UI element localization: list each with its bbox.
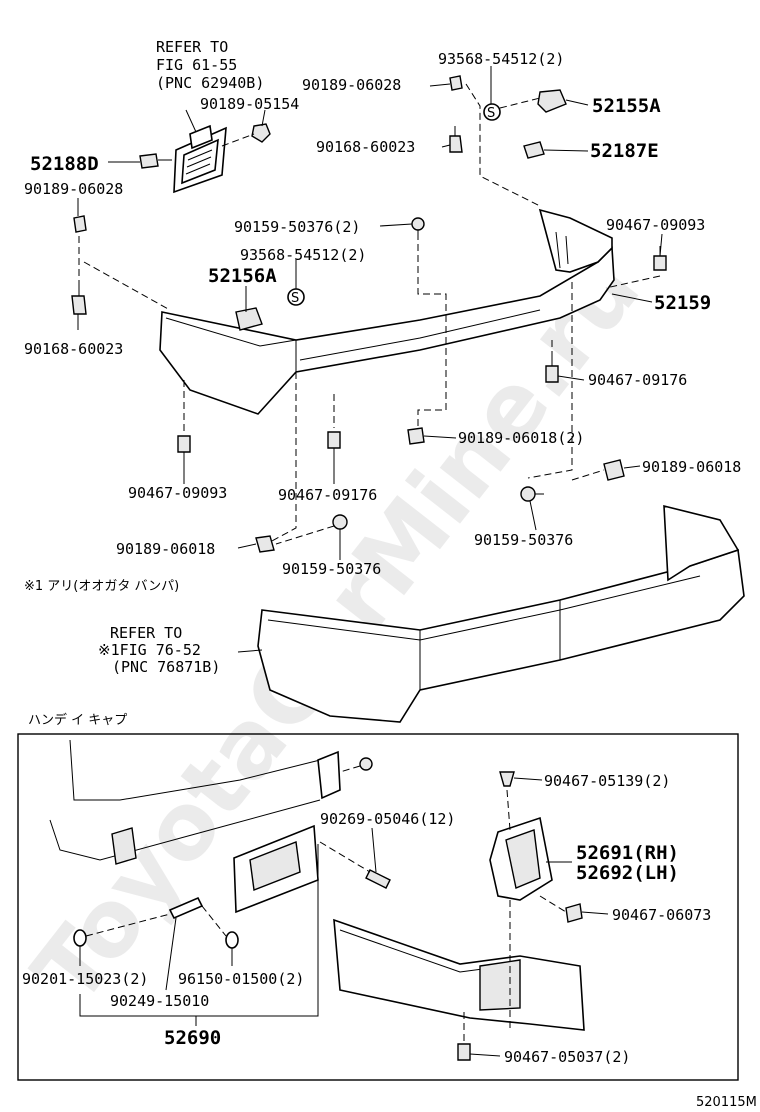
label-90467-05037[interactable]: 90467-05037(2) <box>504 1048 630 1066</box>
sealer-mark-top <box>483 103 501 121</box>
note-ari: ※1 アリ(オオガタ バンパ) <box>24 579 179 594</box>
label-52187e[interactable]: 52187E <box>590 140 659 162</box>
vehicle-body-panel <box>49 739 321 865</box>
label-90189-06018-right[interactable]: 90189-06018 <box>642 458 741 476</box>
retainer-52155a <box>537 89 567 113</box>
label-90159-50376-right[interactable]: 90159-50376 <box>474 531 573 549</box>
label-93568-54512-mid[interactable]: 93568-54512(2) <box>240 246 366 264</box>
label-52155a[interactable]: 52155A <box>592 95 661 117</box>
clip-90189-06018-right <box>603 459 625 481</box>
rear-bumper-large <box>257 504 745 723</box>
label-90467-05139[interactable]: 90467-05139(2) <box>544 772 670 790</box>
label-90201-15023[interactable]: 90201-15023(2) <box>22 970 148 988</box>
section-label: ハンデ イ キャプ <box>28 712 127 728</box>
screw-90467-05139 <box>499 771 515 831</box>
retainer-52187e <box>523 141 545 159</box>
nut-90467-09093-left <box>177 435 191 462</box>
refer-top-line3: (PNC 62940B) <box>156 74 264 92</box>
bolt-90168-60023-top <box>449 126 463 153</box>
screw-top-bracket <box>339 757 373 773</box>
label-93568-54512-top[interactable]: 93568-54512(2) <box>438 50 564 68</box>
handicap-detail-box <box>17 733 739 1081</box>
label-90467-09176-left[interactable]: 90467-09176 <box>278 486 377 504</box>
clip-90189-05154 <box>251 123 271 143</box>
label-90467-09176-right[interactable]: 90467-09176 <box>588 371 687 389</box>
screw-90159-50376-mid <box>411 217 425 240</box>
label-90189-05154[interactable]: 90189-05154 <box>200 95 299 113</box>
refer-mid-line1: REFER TO <box>110 624 182 642</box>
screw-90467-06073 <box>539 895 583 923</box>
handle-52691 <box>489 816 553 901</box>
nut-90467-09176-right <box>545 356 559 383</box>
refer-top-line2: FIG 61-55 <box>156 56 237 74</box>
label-90467-06073[interactable]: 90467-06073 <box>612 906 711 924</box>
label-90249-15010[interactable]: 90249-15010 <box>110 992 209 1010</box>
label-52156a[interactable]: 52156A <box>208 265 277 287</box>
label-90159-50376-2[interactable]: 90159-50376(2) <box>234 218 360 236</box>
refer-mid-line3: (PNC 76871B) <box>112 658 220 676</box>
rear-bumper-52159 <box>159 208 615 415</box>
label-52692[interactable]: 52692(LH) <box>576 862 679 884</box>
lower-bumper-detail <box>333 918 585 1031</box>
bushing-96150-01500 <box>201 905 239 949</box>
label-52691[interactable]: 52691(RH) <box>576 842 679 864</box>
clip-90189-06018-mid <box>407 427 425 445</box>
label-90189-06028-top[interactable]: 90189-06028 <box>302 76 401 94</box>
label-52159[interactable]: 52159 <box>654 292 711 314</box>
nut-90467-09176-left <box>327 431 341 458</box>
bracket-plate <box>233 750 341 914</box>
screw-52188d <box>139 153 172 169</box>
clip-90189-06028-left <box>73 215 87 233</box>
clip-90189-06018-left <box>255 535 275 553</box>
svg-text:S: S <box>291 291 299 306</box>
label-90467-09093-left[interactable]: 90467-09093 <box>128 484 227 502</box>
bolt-90269-05046 <box>319 841 391 889</box>
nut-90467-09093-right <box>653 246 667 271</box>
label-90159-50376-left[interactable]: 90159-50376 <box>282 560 381 578</box>
label-90189-06028-left[interactable]: 90189-06028 <box>24 180 123 198</box>
label-90168-60023-top[interactable]: 90168-60023 <box>316 138 415 156</box>
label-96150-01500[interactable]: 96150-01500(2) <box>178 970 304 988</box>
retainer-52156a <box>235 307 263 331</box>
label-90189-06018-2[interactable]: 90189-06018(2) <box>458 429 584 447</box>
label-90189-06018-left[interactable]: 90189-06018 <box>116 540 215 558</box>
screw-90159-50376-left <box>332 514 348 530</box>
refer-mid-line2: ※1FIG 76-52 <box>98 641 201 659</box>
label-52188d[interactable]: 52188D <box>30 153 99 175</box>
label-90168-60023-left[interactable]: 90168-60023 <box>24 340 123 358</box>
bolt-90168-60023-left <box>71 286 87 315</box>
nut-90467-05037 <box>457 1012 471 1061</box>
label-90269-05046[interactable]: 90269-05046(12) <box>320 810 455 828</box>
clip-90189-06028-top <box>449 75 463 91</box>
label-90467-09093-right[interactable]: 90467-09093 <box>606 216 705 234</box>
svg-text:S: S <box>487 106 495 121</box>
image-code: 520115M <box>696 1095 757 1110</box>
label-52690[interactable]: 52690 <box>164 1027 221 1049</box>
screw-90159-50376-right <box>520 486 544 502</box>
refer-top-line1: REFER TO <box>156 38 228 56</box>
license-lamp-housing <box>173 124 227 194</box>
